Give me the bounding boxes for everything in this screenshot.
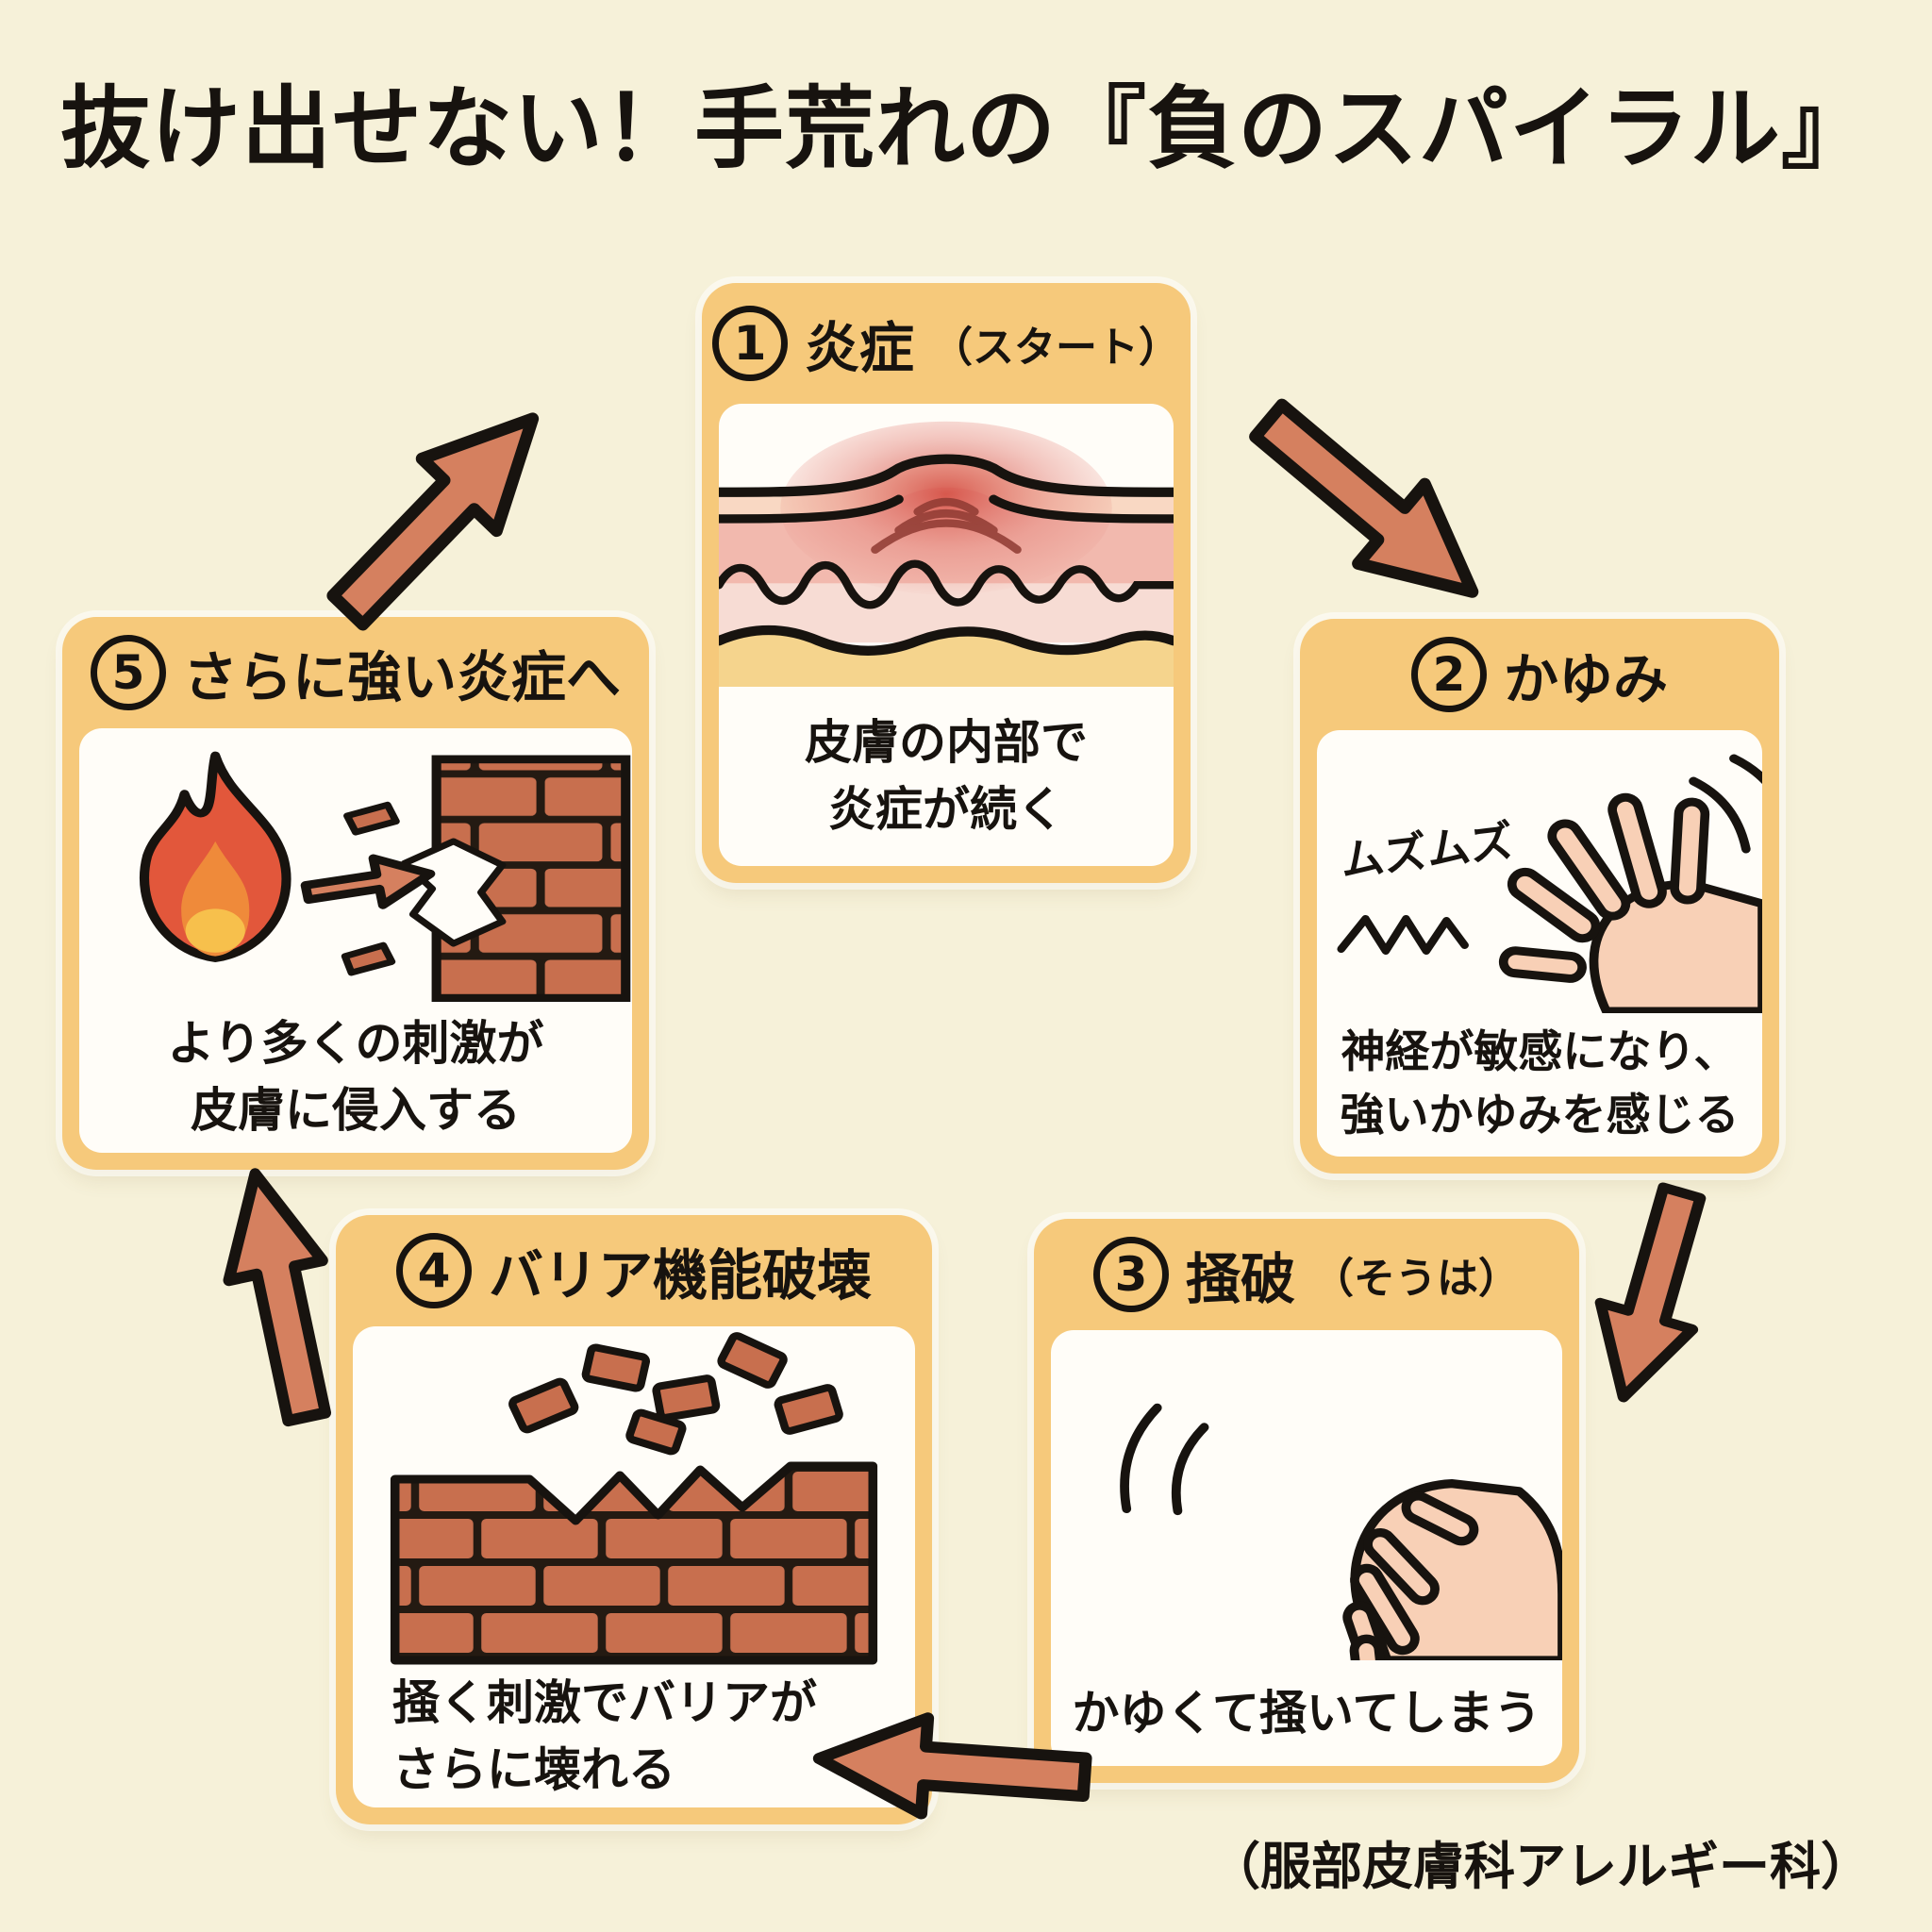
brick-wall — [390, 1461, 878, 1665]
card-caption: 掻く刺激でバリアが さらに壊れる — [353, 1666, 915, 1807]
step-number-badge: 4 — [395, 1233, 472, 1308]
crumbling-wall-illustration — [353, 1326, 915, 1666]
arrow-step3-to-step4 — [808, 1702, 1098, 1835]
hand-shape — [1498, 792, 1762, 1013]
skin-outline-lines — [719, 454, 1174, 656]
motion-lines — [1689, 754, 1762, 854]
step-number-badge: 5 — [90, 635, 166, 710]
caption-line: さらに壊れる — [392, 1742, 675, 1797]
arrow-step1-to-step2 — [1222, 368, 1517, 643]
caption-line: 強いかゆみを感じる — [1340, 1090, 1740, 1141]
cycle-arrow-icon — [812, 1712, 1092, 1820]
card-header: 1 炎症 （スタート） — [712, 283, 1180, 404]
card-step-1-inflammation: 1 炎症 （スタート） — [702, 283, 1191, 883]
caption-line: かゆくて掻いてしまう — [1072, 1685, 1541, 1740]
step-number-badge: 2 — [1410, 637, 1487, 712]
scratching-hand-icon — [1120, 1403, 1562, 1660]
card-title: さらに強い炎症へ — [182, 645, 621, 709]
card-body: かゆくて掻いてしまう — [1051, 1330, 1562, 1766]
caption-line: 掻く刺激でバリアが — [392, 1675, 817, 1730]
step-number-badge: 3 — [1092, 1237, 1169, 1312]
clinic-credit: （服部皮膚科アレルギー科） — [1209, 1837, 1872, 1896]
card-header: 3 掻破 （そうは） — [1051, 1219, 1562, 1330]
arrow-step5-to-step1 — [297, 371, 582, 659]
card-caption: より多くの刺激が 皮膚に侵入する — [79, 1002, 632, 1153]
card-title: バリア機能破壊 — [488, 1243, 872, 1307]
caption-line: より多くの刺激が — [167, 1016, 544, 1071]
inflammation-arcs — [871, 497, 1022, 554]
wall-breach-hole — [400, 838, 507, 947]
card-step-4-barrier-destruction: 4 バリア機能破壊 — [336, 1215, 932, 1824]
fire-breaching-wall-icon — [139, 751, 631, 1002]
page-title: 抜け出せない！手荒れの『負のスパイラル』 — [59, 77, 1872, 181]
fire-breaching-wall-illustration — [79, 728, 632, 1002]
card-body: 皮膚の内部で 炎症が続く — [719, 404, 1174, 866]
card-caption: 皮膚の内部で 炎症が続く — [719, 687, 1174, 866]
motion-lines — [1120, 1403, 1209, 1516]
itchy-hand-icon — [1337, 754, 1762, 1013]
card-header: 2 かゆみ — [1317, 619, 1762, 730]
flame-icon — [139, 751, 291, 962]
card-body: ムズムズ 神経が敏感になり、 強いかゆみを感じる — [1317, 730, 1762, 1157]
card-title: かゆみ — [1503, 647, 1668, 711]
arrow-step2-to-step3 — [1567, 1170, 1739, 1419]
card-title-suffix: （そうは） — [1312, 1255, 1520, 1303]
inflamed-skin-illustration — [719, 404, 1174, 687]
itch-squiggle — [1337, 915, 1469, 955]
card-caption: かゆくて掻いてしまう — [1051, 1660, 1562, 1766]
itchy-hand-illustration: ムズムズ — [1317, 730, 1762, 1013]
card-step-2-itch: 2 かゆみ ムズムズ — [1300, 619, 1779, 1174]
inflammation-glow — [780, 421, 1112, 595]
crumbling-brick-wall-icon — [390, 1332, 878, 1665]
cycle-arrow-icon — [1249, 398, 1479, 598]
caption-line: 皮膚に侵入する — [191, 1083, 521, 1138]
card-header: 5 さらに強い炎症へ — [79, 617, 632, 728]
subcutis — [719, 630, 1174, 687]
step-number-badge: 1 — [712, 306, 788, 381]
card-body: より多くの刺激が 皮膚に侵入する — [79, 728, 632, 1153]
card-title: 掻破 — [1185, 1247, 1295, 1311]
caption-line: 神経が敏感になり、 — [1341, 1026, 1739, 1079]
caption-line: 炎症が続く — [828, 782, 1064, 837]
cycle-arrow-icon — [1594, 1182, 1707, 1403]
wall-debris — [341, 801, 400, 976]
card-step-5-stronger-inflammation: 5 さらに強い炎症へ — [62, 617, 649, 1170]
card-caption: 神経が敏感になり、 強いかゆみを感じる — [1317, 1013, 1762, 1157]
card-header: 4 バリア機能破壊 — [353, 1215, 915, 1326]
caption-line: 皮膚の内部で — [805, 715, 1088, 770]
card-title: 炎症 — [805, 316, 915, 380]
cycle-arrow-icon — [223, 1168, 332, 1427]
skin-cross-section-icon — [719, 421, 1174, 687]
flying-brick-debris — [508, 1332, 843, 1456]
card-step-3-scratching: 3 掻破 （そうは） かゆくて掻いてしまう — [1034, 1219, 1579, 1783]
card-body: 掻く刺激でバリアが さらに壊れる — [353, 1326, 915, 1807]
scratching-hand-illustration — [1051, 1330, 1562, 1660]
hand-shape — [1342, 1479, 1562, 1660]
arrow-step4-to-step5 — [198, 1156, 364, 1438]
irritant-arrow — [300, 854, 436, 909]
card-title-suffix: （スタート） — [931, 324, 1181, 372]
cycle-arrow-icon — [326, 412, 540, 631]
